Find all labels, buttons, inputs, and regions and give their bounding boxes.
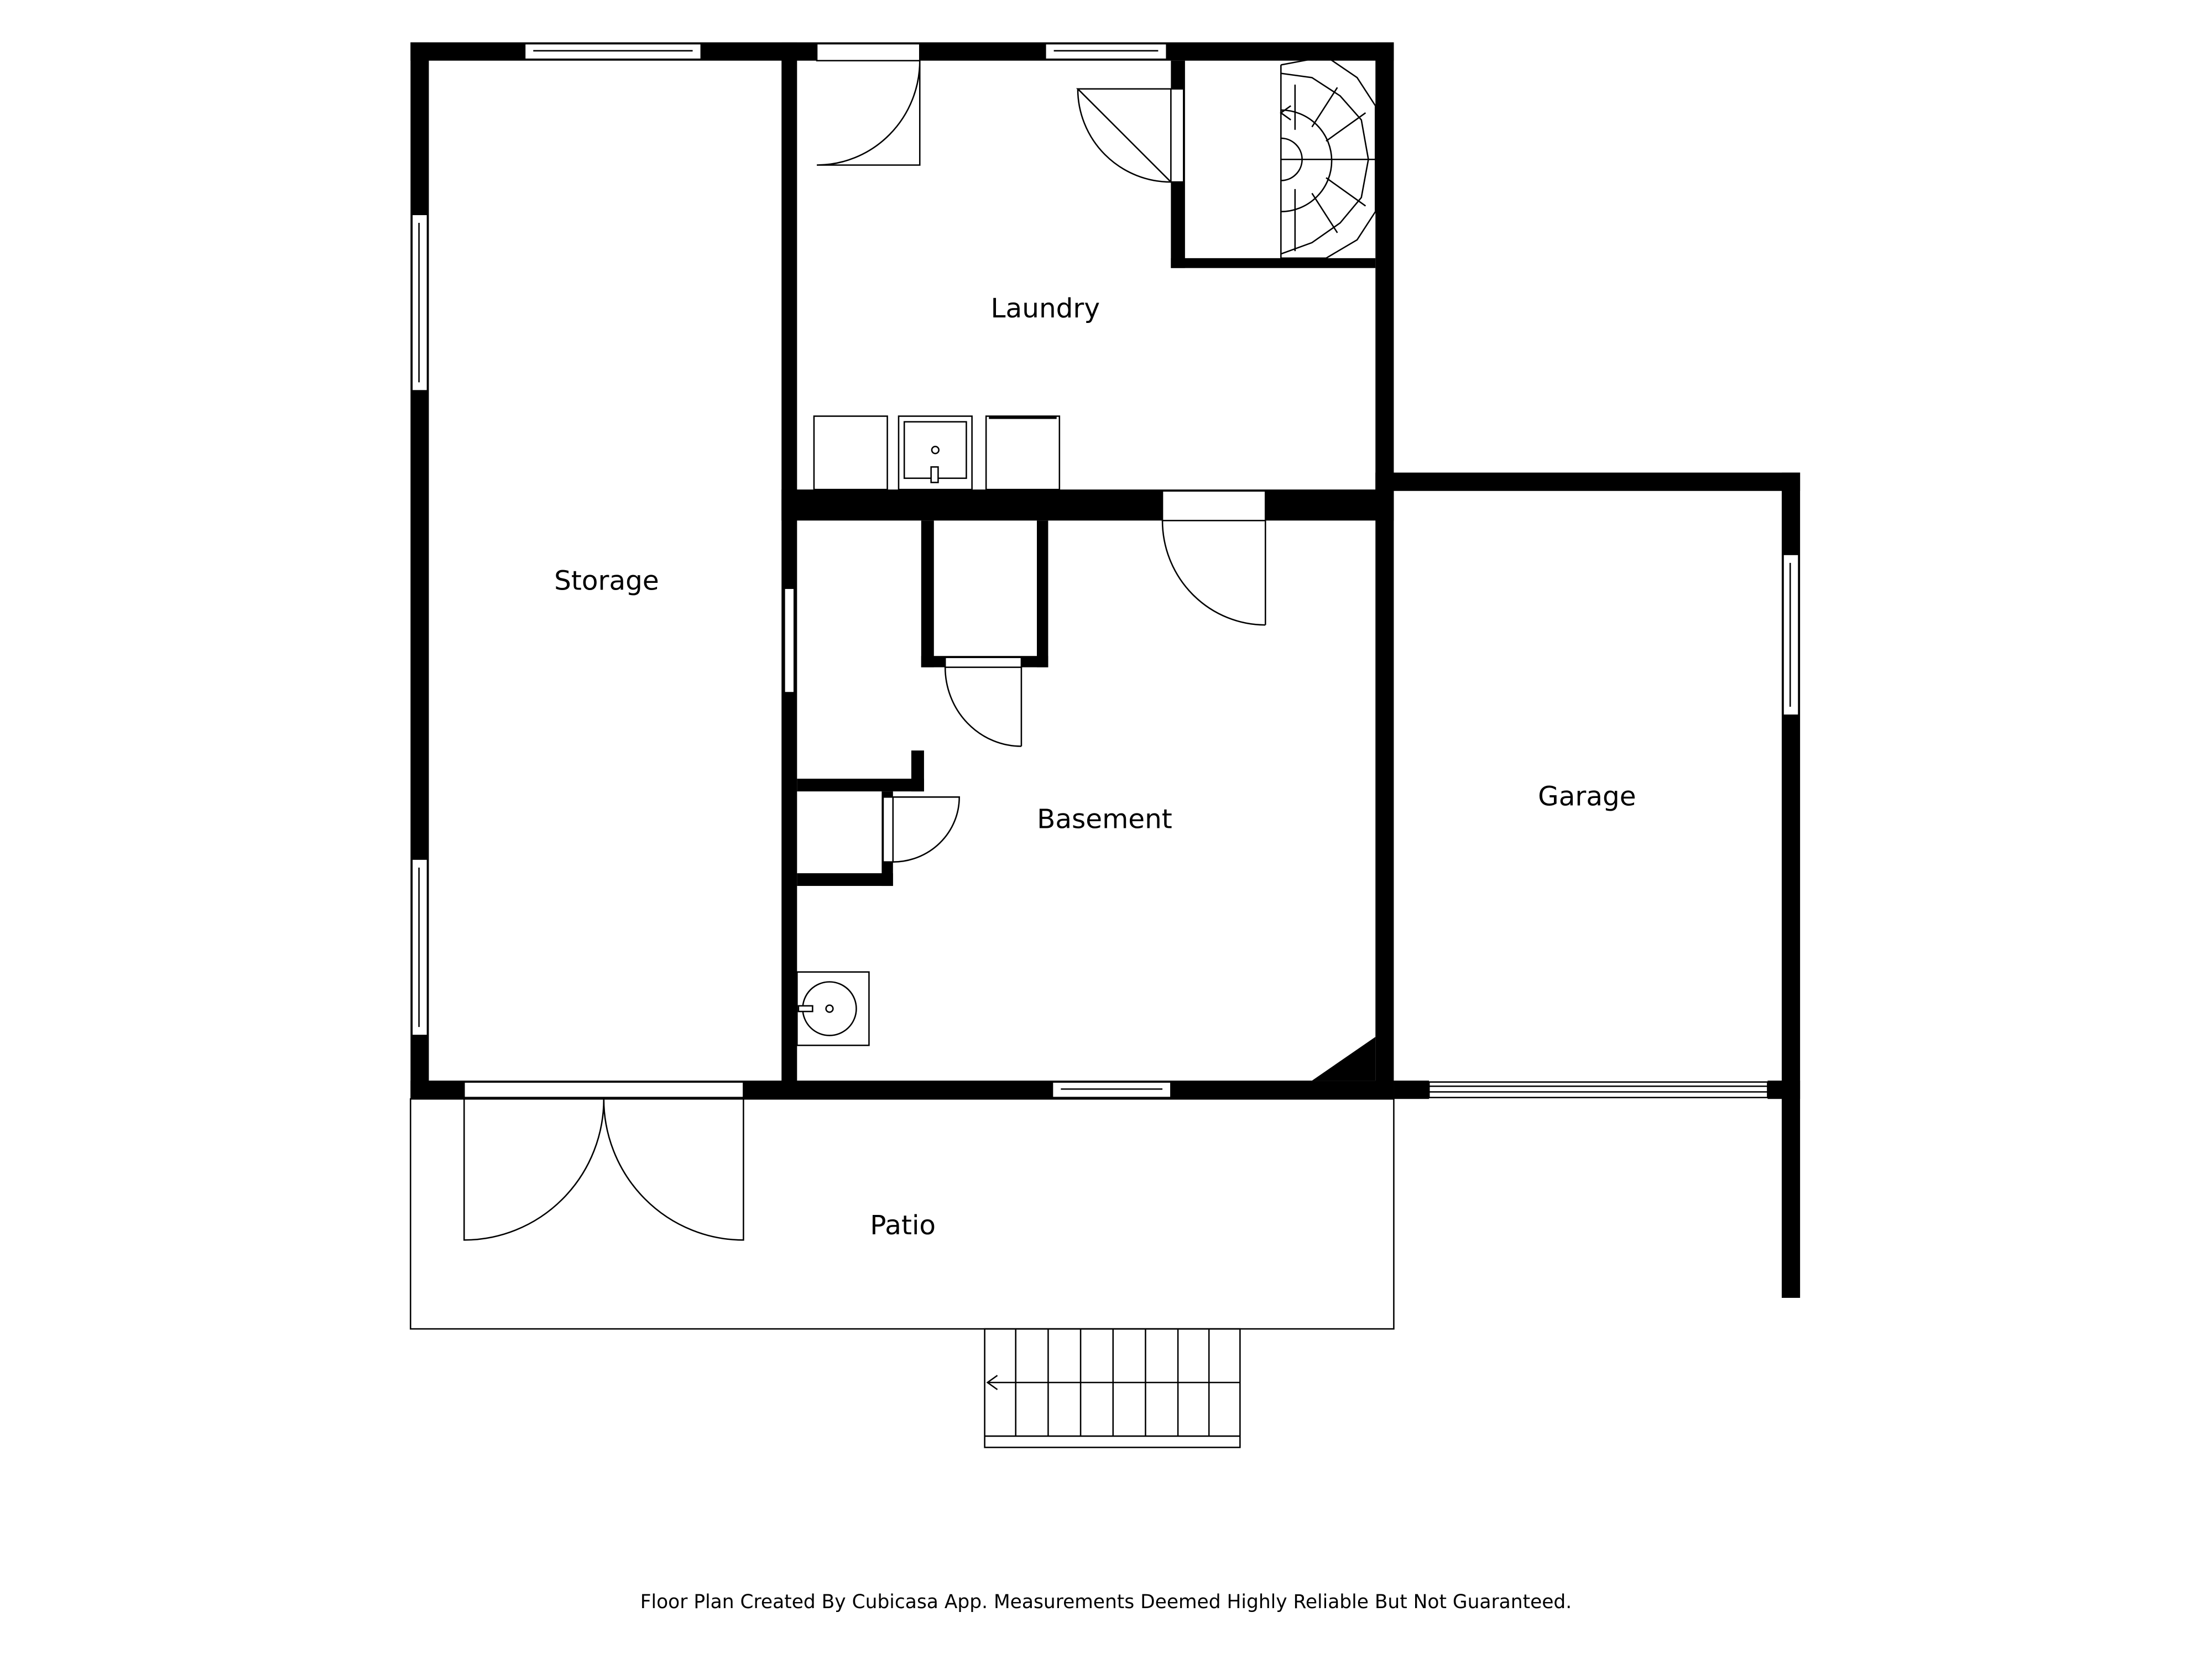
room-label-garage: Garage: [1538, 781, 1636, 812]
room-label-laundry: Laundry: [991, 293, 1100, 324]
room-label-basement: Basement: [1037, 804, 1172, 834]
room-label-storage: Storage: [554, 565, 659, 596]
walls: [410, 42, 1801, 1298]
exterior-stairs: [984, 1328, 1241, 1448]
windows: [411, 43, 1799, 1098]
doors: [463, 43, 1266, 1241]
dryer: [985, 415, 1061, 491]
washer: [813, 415, 888, 491]
fixtures: [796, 415, 1061, 1046]
footer-disclaimer: Floor Plan Created By Cubicasa App. Meas…: [640, 1591, 1572, 1613]
spiral-staircase: [1280, 55, 1376, 259]
room-label-patio: Patio: [870, 1210, 936, 1241]
